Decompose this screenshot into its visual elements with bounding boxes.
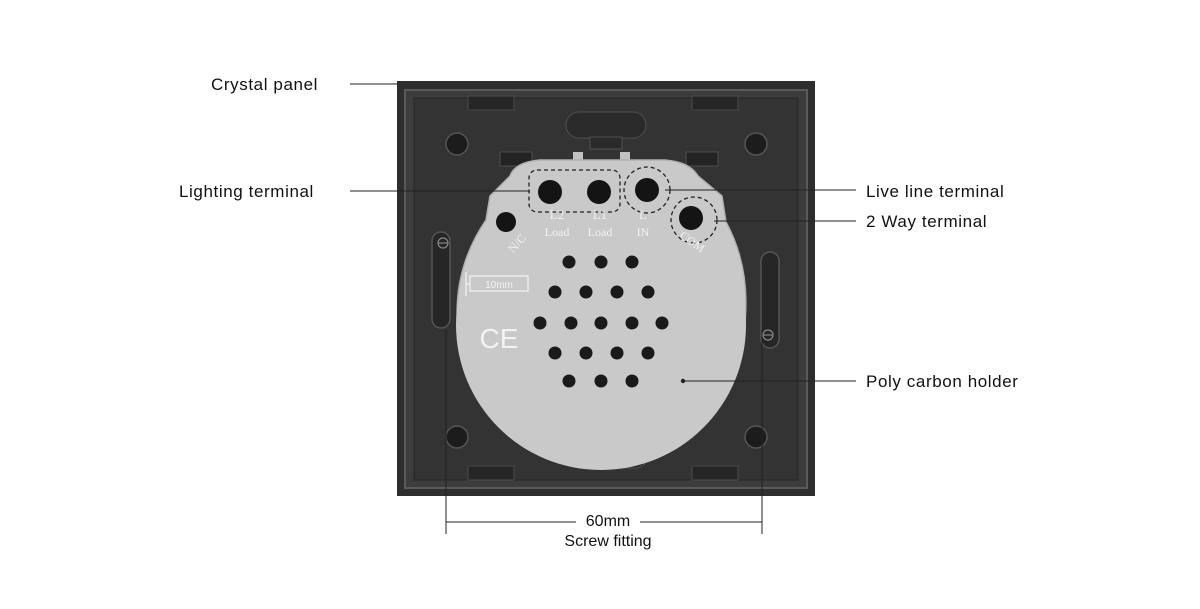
vent-hole <box>594 316 608 330</box>
vent-hole <box>548 346 562 360</box>
vent-hole <box>564 316 578 330</box>
marking-l1: L1 <box>593 207 607 222</box>
terminal-com <box>679 206 703 230</box>
top-clips <box>467 95 739 150</box>
side-slots <box>431 231 780 349</box>
vent-hole <box>655 316 669 330</box>
corner-holes <box>445 132 768 449</box>
dimension-value: 60mm <box>585 513 631 530</box>
vent-hole <box>533 316 547 330</box>
vent-hole <box>610 285 624 299</box>
vent-hole <box>625 316 639 330</box>
label-live-line-terminal: Live line terminal <box>866 182 1005 201</box>
marking-load-right: Load <box>588 225 613 239</box>
label-two-way-terminal: 2 Way terminal <box>866 212 988 231</box>
vent-hole <box>579 346 593 360</box>
vent-hole <box>562 255 576 269</box>
terminal-l1 <box>587 180 611 204</box>
scale-label: 10mm <box>485 280 513 291</box>
marking-load-left: Load <box>545 225 570 239</box>
vent-hole <box>625 374 639 388</box>
vent-hole <box>625 255 639 269</box>
dimension-caption: Screw fitting <box>564 533 652 550</box>
screw-marks <box>437 237 774 341</box>
scale-marking: 10mm <box>465 272 529 296</box>
label-lighting-terminal: Lighting terminal <box>179 182 314 201</box>
terminal-holes <box>496 178 703 232</box>
vent-hole <box>641 285 655 299</box>
terminal-l2 <box>538 180 562 204</box>
marking-l: L <box>639 207 647 222</box>
vent-hole <box>562 374 576 388</box>
leader-lines <box>350 83 856 384</box>
two-way-terminal-outline <box>670 196 718 244</box>
vent-hole <box>594 374 608 388</box>
vent-holes <box>533 255 669 388</box>
vent-hole <box>641 346 655 360</box>
label-poly-carbon-holder: Poly carbon holder <box>866 372 1019 391</box>
vent-hole <box>594 255 608 269</box>
terminal-l <box>635 178 659 202</box>
terminal-nc <box>496 212 516 232</box>
ce-mark: CE <box>480 323 519 354</box>
vent-hole <box>579 285 593 299</box>
marking-l2: L2 <box>550 207 564 222</box>
vent-hole <box>610 346 624 360</box>
vent-hole <box>548 285 562 299</box>
marking-in: IN <box>637 225 650 239</box>
dimension-lines <box>445 330 763 534</box>
label-crystal-panel: Crystal panel <box>211 75 319 94</box>
